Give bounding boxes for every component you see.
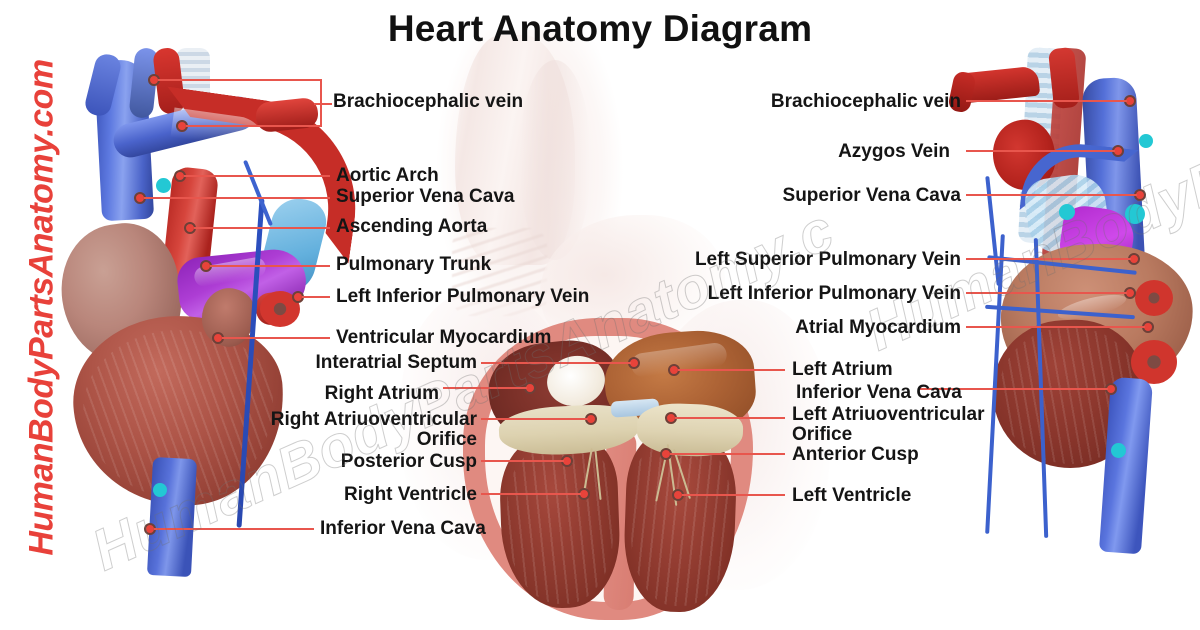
label-azygos-vein: Azygos Vein [838, 141, 950, 162]
label-superior-vena-cava: Superior Vena Cava [336, 186, 515, 207]
leader-left-inferior-pulmonary-vein-r [966, 292, 1127, 294]
page-title: Heart Anatomy Diagram [387, 8, 813, 49]
label-left-atrium: Left Atrium [792, 359, 893, 380]
leader-interatrial-septum [481, 362, 631, 364]
cavity-interior-field [485, 336, 731, 602]
label-posterior-cusp: Posterior Cusp [340, 451, 477, 472]
label-aortic-arch: Aortic Arch [336, 165, 439, 186]
leader-brachiocephalic-lower [186, 125, 322, 127]
vessel-subclavian-artery [951, 65, 1041, 105]
vessel-inferior-vena-cava [146, 456, 198, 578]
leader-ventricular-myocardium [222, 337, 330, 339]
valve-tricuspid-leaflets [497, 402, 641, 458]
label-left-atrioventricular-orifice: Left Atriuoventricular Orifice [792, 404, 985, 445]
marker-cyan-pin-5 [1059, 204, 1075, 220]
chamber-right-ventricle [498, 435, 622, 611]
label-left-inferior-pulmonary-vein: Left Inferior Pulmonary Vein [336, 286, 590, 307]
interventricular-septum [603, 429, 637, 611]
leader-brachiocephalic-upper [158, 79, 322, 81]
interatrial-septum-notch [610, 398, 660, 418]
label-left-ventricle: Left Ventricle [792, 485, 912, 506]
marker-cyan-pin-6 [1111, 443, 1126, 458]
vessel-descending-aorta [1041, 47, 1087, 264]
organ-left-atrial-appendage [52, 216, 190, 372]
label-right-atrioventricular-orifice: Right Atriuoventricular Orifice [270, 409, 477, 450]
leader-ascending-aorta [194, 227, 330, 229]
label-brachiocephalic-vein: Brachiocephalic vein [333, 91, 524, 112]
figure-posterior-heart [947, 46, 1200, 555]
leader-left-ventricle [682, 494, 785, 496]
label-pulmonary-trunk: Pulmonary Trunk [336, 254, 492, 275]
atrial-myocardium-highlight [1055, 289, 1129, 325]
leader-right-ventricle [481, 493, 581, 495]
leader-azygos-vein [966, 150, 1115, 152]
chamber-left-atrium [601, 326, 759, 440]
chordae-tendineae [594, 450, 602, 500]
chamber-left-ventricle [621, 432, 739, 614]
label-brachiocephalic-vein-right: Brachiocephalic vein [770, 91, 961, 112]
label-left-superior-pulmonary-vein: Left Superior Pulmonary Vein [694, 249, 961, 270]
structure-trachea-posterior [1017, 47, 1065, 244]
label-right-ventricle: Right Ventricle [343, 484, 477, 505]
leader-left-atrium [678, 369, 785, 371]
leader-left-inferior-pulmonary-vein [302, 296, 330, 298]
marker-cyan-pin-2 [153, 483, 167, 497]
leader-right-av-orifice [481, 418, 588, 420]
right-atrioventricular-orifice-opening [543, 351, 609, 411]
label-ventricular-myocardium: Ventricular Myocardium [336, 327, 552, 348]
vessel-left-inferior-pulmonary-vein-posterior [1131, 340, 1177, 384]
label-anterior-cusp: Anterior Cusp [792, 444, 919, 465]
valve-mitral-leaflets [636, 402, 744, 458]
leader-superior-vena-cava [144, 197, 330, 199]
leader-superior-vena-cava-r [966, 194, 1137, 196]
leader-inferior-vena-cava-left [154, 528, 314, 530]
leader-atrial-myocardium [966, 326, 1145, 328]
vessel-left-superior-pulmonary-vein [1135, 280, 1173, 316]
marker-cyan-pin-1 [156, 178, 171, 193]
label-right-atrium: Right Atrium [324, 383, 439, 404]
leader-pulmonary-trunk [210, 265, 330, 267]
vessel-azygos-vein-body [986, 114, 1062, 196]
chamber-right-atrium [483, 335, 627, 453]
figure-anterior-heart [52, 46, 370, 578]
label-inferior-vena-cava-right: Inferior Vena Cava [796, 382, 962, 403]
chordae-tendineae [583, 448, 593, 492]
background-neck-shade [520, 60, 590, 260]
label-interatrial-septum: Interatrial Septum [315, 352, 477, 373]
label-inferior-vena-cava-left: Inferior Vena Cava [320, 518, 486, 539]
leader-left-superior-pulmonary-vein [966, 258, 1131, 260]
vessel-pulmonary-trunk [175, 246, 309, 322]
label-ascending-aorta: Ascending Aorta [336, 216, 488, 237]
vessel-right-pulmonary-artery [255, 192, 331, 300]
organ-right-atrial-appendage [194, 281, 262, 353]
leader-brachiocephalic-stem [314, 103, 332, 105]
leader-inferior-vena-cava-right [920, 388, 1108, 390]
leader-anterior-cusp [670, 453, 785, 455]
vessel-inferior-vena-cava-posterior [1098, 376, 1154, 555]
vein-branch [985, 304, 1135, 320]
label-atrial-myocardium: Atrial Myocardium [795, 317, 961, 338]
vessel-brachiocephalic-branch [82, 51, 124, 119]
leader-right-atrium [443, 387, 527, 389]
label-superior-vena-cava-right: Superior Vena Cava [782, 185, 961, 206]
marker-cyan-pin-3 [1139, 134, 1153, 148]
vein-branch [985, 176, 1001, 286]
watermark-vertical: HumanBodyPartsAnatomy.com [22, 59, 61, 556]
marker-cyan-pin-4 [1125, 204, 1145, 224]
vessel-descending-aorta-stub [254, 96, 320, 134]
label-left-inferior-pulmonary-vein-right: Left Inferior Pulmonary Vein [707, 283, 961, 304]
leader-aortic-arch [184, 175, 330, 177]
leader-posterior-cusp [481, 460, 564, 462]
leader-left-av-orifice [675, 417, 785, 419]
vessel-thin-cardiac-vein-upper [243, 159, 273, 227]
leader-brachiocephalic-vein-r [966, 100, 1127, 102]
vein-branch [985, 234, 1005, 534]
figure-heart-cross-section [455, 318, 765, 630]
